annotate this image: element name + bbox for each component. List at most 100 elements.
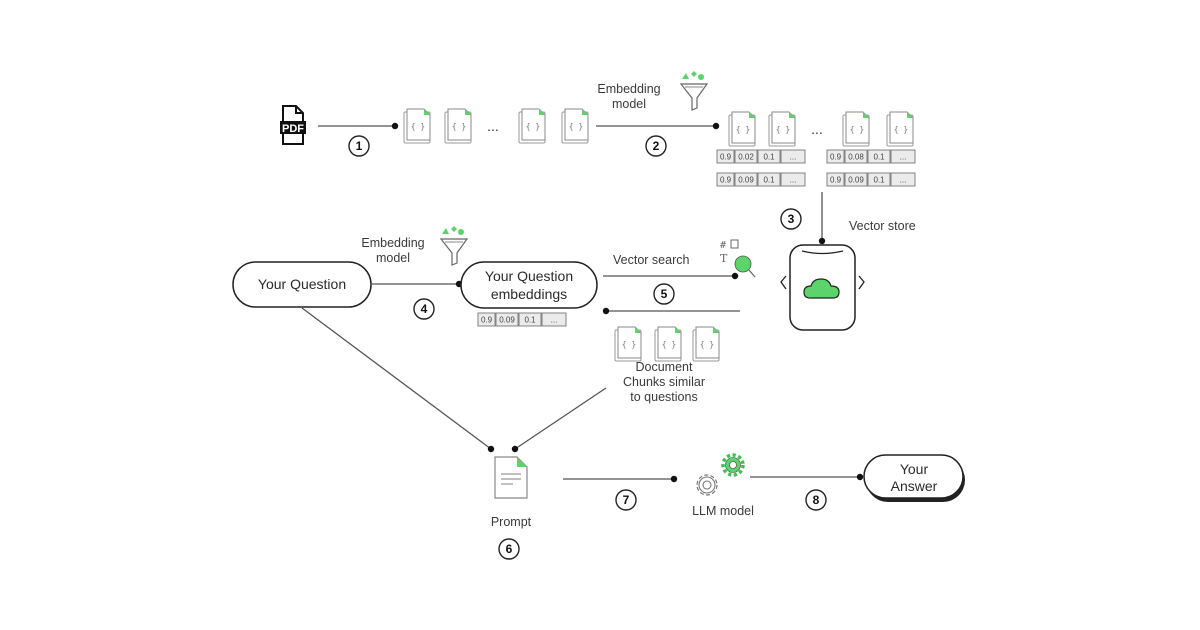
vector-cell: 0.9 — [716, 172, 735, 187]
chunks-label-1: Document — [636, 360, 693, 374]
svg-text:{ }: { } — [662, 340, 676, 349]
vector-cell: 0.02 — [734, 149, 758, 164]
vector-cell-value: ... — [900, 153, 907, 162]
svg-text:embeddings: embeddings — [491, 286, 567, 302]
vector-cell: 0.09 — [495, 312, 519, 327]
embedding-model-label-top-2: model — [612, 97, 646, 111]
vector-cell: ... — [780, 149, 806, 164]
step-badge-3: 3 — [780, 208, 802, 230]
connector-dot — [712, 122, 720, 130]
step-badge-2: 2 — [645, 135, 667, 157]
step-badge-4: 4 — [413, 298, 435, 320]
your-question-node: Your Question — [232, 261, 372, 308]
svg-text:{ }: { } — [452, 122, 466, 131]
document-chunk-icon: { } — [444, 108, 472, 144]
svg-text:#: # — [720, 240, 726, 251]
document-chunk-icon: { } — [518, 108, 546, 144]
vector-cell-value: 0.9 — [720, 176, 732, 185]
chunks-label-2: Chunks similar — [623, 375, 705, 389]
svg-text:2: 2 — [653, 139, 660, 153]
vector-cell-value: ... — [790, 153, 797, 162]
document-chunk-icon: { } — [614, 326, 642, 362]
svg-text:{ }: { } — [411, 122, 425, 131]
vector-cell: 0.9 — [826, 149, 845, 164]
connector-dot — [511, 445, 519, 453]
vector-row: 0.9 0.09 0.1... — [477, 312, 567, 327]
vector-cell-value: 0.1 — [524, 316, 536, 325]
vector-cell-value: 0.1 — [873, 176, 885, 185]
llm-model-label: LLM model — [692, 504, 754, 518]
vector-cell: 0.09 — [734, 172, 758, 187]
svg-text:4: 4 — [421, 302, 428, 316]
document-chunk-icon: { } — [768, 111, 796, 147]
svg-text:Your Question: Your Question — [485, 268, 573, 284]
cloud-icon — [803, 278, 840, 299]
vector-cell-value: 0.9 — [481, 316, 493, 325]
document-chunk-icon: { } — [842, 111, 870, 147]
vector-cell-value: 0.02 — [738, 153, 754, 162]
vector-store-label: Vector store — [849, 219, 916, 233]
svg-text:3: 3 — [788, 212, 795, 226]
vector-cell: 0.1 — [757, 149, 781, 164]
svg-text:{ }: { } — [850, 125, 864, 134]
step-badge-1: 1 — [348, 135, 370, 157]
vector-cell: 0.09 — [844, 172, 868, 187]
vector-cell-value: 0.9 — [830, 176, 842, 185]
vector-cell-value: ... — [551, 316, 558, 325]
svg-text:{ }: { } — [526, 122, 540, 131]
document-chunk-icon: { } — [561, 108, 589, 144]
vector-cell: ... — [780, 172, 806, 187]
svg-text:{ }: { } — [776, 125, 790, 134]
vector-search-label: Vector search — [613, 253, 689, 267]
pdf-label: PDF — [282, 123, 304, 135]
connector-dot — [391, 122, 399, 130]
connector-dot — [731, 272, 739, 280]
step-badge-6: 6 — [498, 538, 520, 560]
svg-text:{ }: { } — [700, 340, 714, 349]
document-icon — [494, 456, 528, 499]
document-chunk-icon: { } — [403, 108, 431, 144]
embedding-model-label-mid-1: Embedding — [361, 236, 424, 250]
your-answer-node: Your Answer — [863, 454, 965, 502]
ellipsis: ... — [811, 121, 823, 137]
vector-cell-value: ... — [900, 176, 907, 185]
document-chunk-icon: { } — [692, 326, 720, 362]
connector-chunks-to-prompt — [514, 387, 607, 450]
vector-cell: 0.9 — [826, 172, 845, 187]
embedded-docs: { } { } ... { } { } — [728, 111, 914, 147]
connector-dot — [818, 237, 826, 245]
connector-dot — [670, 475, 678, 483]
connector-dot — [487, 445, 495, 453]
document-chunk-icon: { } — [886, 111, 914, 147]
svg-text:{ }: { } — [894, 125, 908, 134]
embedding-model-label-top-1: Embedding — [597, 82, 660, 96]
vector-cell-value: 0.1 — [763, 176, 775, 185]
vector-cell: ... — [890, 172, 916, 187]
svg-text:Your: Your — [900, 461, 929, 477]
document-chunk-icon: { } — [654, 326, 682, 362]
svg-text:7: 7 — [623, 493, 630, 507]
vector-cell-value: 0.09 — [499, 316, 515, 325]
vector-cell: 0.1 — [757, 172, 781, 187]
document-chunk-icon: { } — [728, 111, 756, 147]
vector-cell: 0.1 — [867, 172, 891, 187]
svg-text:6: 6 — [506, 542, 513, 556]
vector-cell-value: 0.9 — [720, 153, 732, 162]
vector-cell: 0.1 — [867, 149, 891, 164]
vector-cell-value: ... — [790, 176, 797, 185]
svg-text:Your Question: Your Question — [258, 276, 346, 292]
connector-question-to-prompt — [301, 307, 492, 450]
svg-text:1: 1 — [356, 139, 363, 153]
ellipsis: ... — [487, 118, 499, 134]
connector-dot — [856, 473, 864, 481]
vector-cell: 0.1 — [518, 312, 542, 327]
vector-cell-value: 0.09 — [848, 176, 864, 185]
vector-cell-value: 0.9 — [830, 153, 842, 162]
connector-dot — [602, 307, 610, 315]
search-icon: # T — [720, 239, 756, 278]
prompt-label: Prompt — [491, 515, 532, 529]
